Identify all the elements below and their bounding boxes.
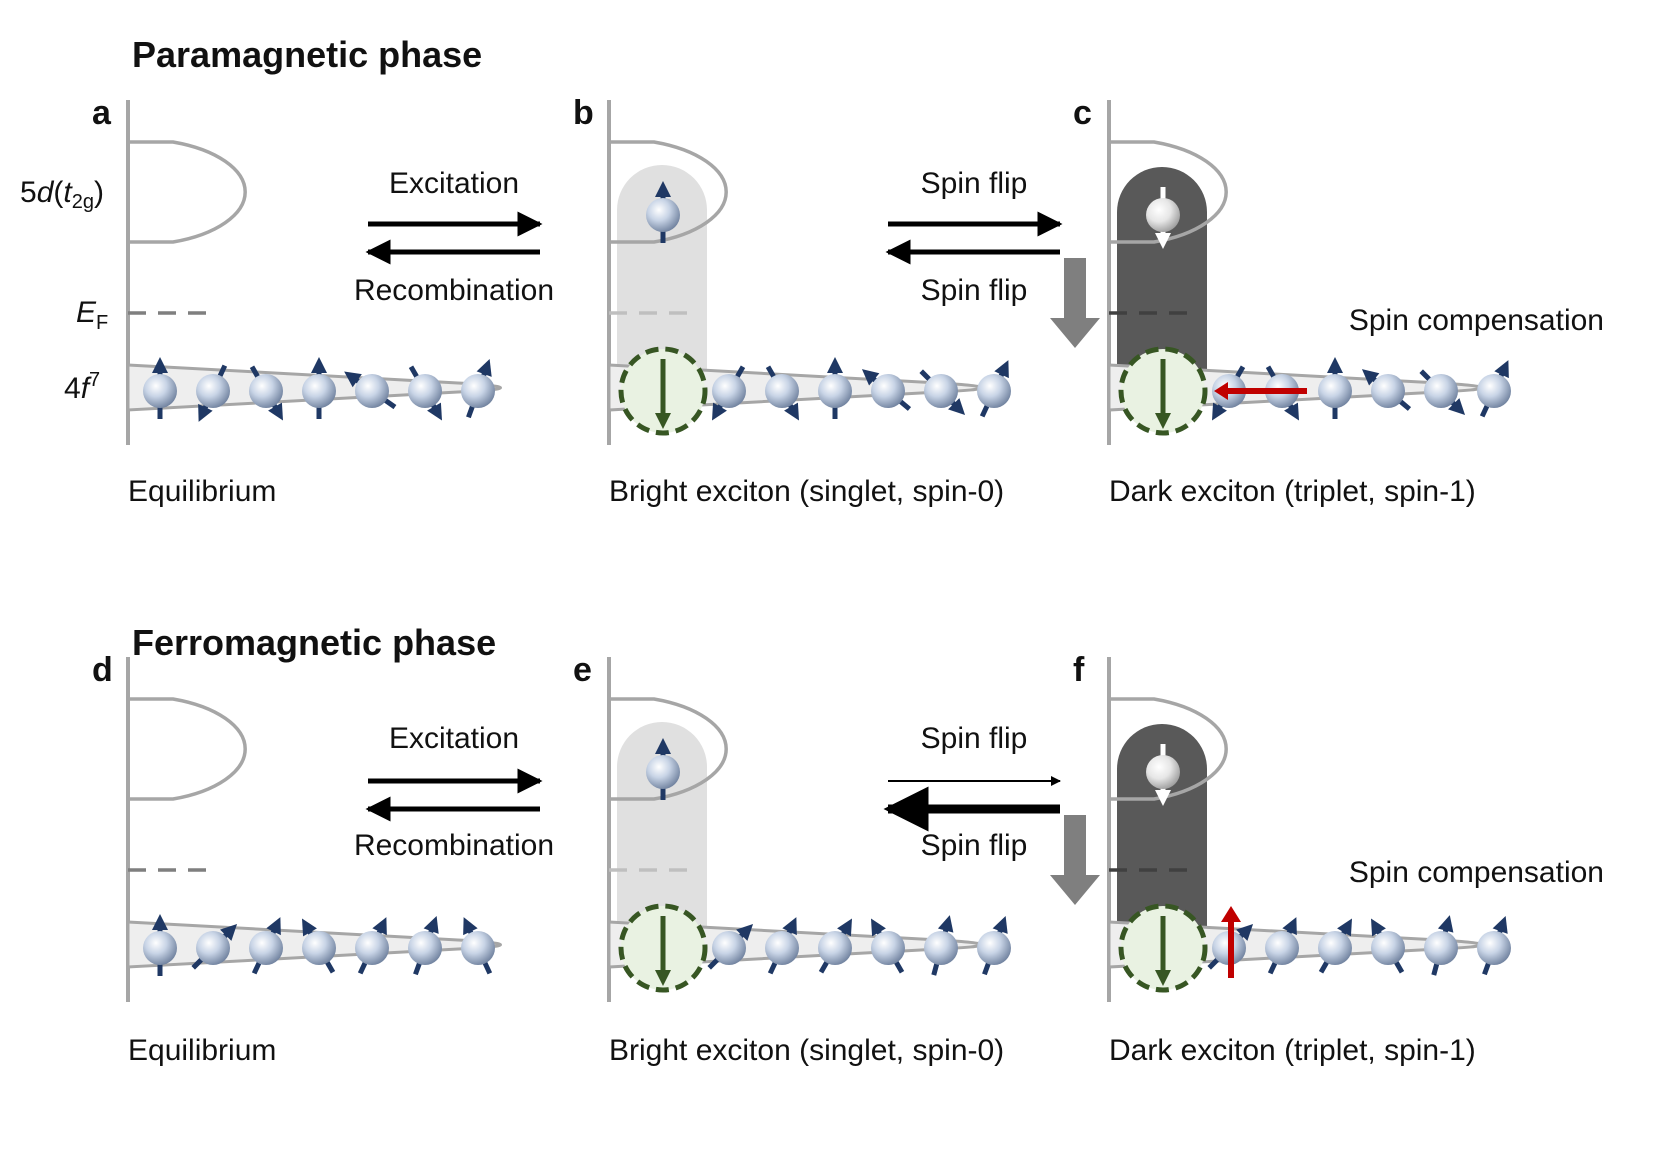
panel-letter: d (92, 651, 113, 689)
electron-sphere-icon (765, 931, 799, 965)
band-5d-outline (609, 140, 728, 244)
phase-title-ferromagnetic: Ferromagnetic phase (132, 622, 496, 663)
electron-sphere-icon (1146, 198, 1180, 232)
electron-sphere-icon (143, 374, 177, 408)
panel-letter: e (573, 651, 592, 689)
electron-sphere-icon (408, 931, 442, 965)
electron-sphere-icon (1477, 374, 1511, 408)
dark-exciton-column (1117, 724, 1207, 955)
electron-sphere-icon (1265, 931, 1299, 965)
magnetization-down-arrow-icon (1050, 815, 1100, 905)
electron-sphere-icon (143, 931, 177, 965)
panel-letter: c (1073, 94, 1092, 132)
level-label-fermi: EF (76, 296, 108, 334)
electron-sphere-icon (818, 931, 852, 965)
electron-sphere-icon (871, 931, 905, 965)
compensation-arrowhead-icon (1214, 382, 1228, 400)
electron-sphere-icon (712, 374, 746, 408)
spin-compensation-label: Spin compensation (1349, 856, 1604, 889)
electron-sphere-icon (355, 374, 389, 408)
electron-sphere-icon (1424, 931, 1458, 965)
hole-spin-down-icon (1155, 916, 1171, 986)
electron-sphere-icon (977, 374, 1011, 408)
electron-sphere-icon (1146, 755, 1180, 789)
electron-sphere-icon (302, 374, 336, 408)
band-5d-outline (1109, 697, 1228, 801)
panel-letter: b (573, 94, 594, 132)
panel-caption: Bright exciton (singlet, spin-0) (609, 1034, 1004, 1067)
forward-arrow-label: Spin flip (921, 722, 1028, 755)
electron-sphere-icon (461, 374, 495, 408)
electron-sphere-icon (924, 931, 958, 965)
dark-exciton-column (1117, 167, 1207, 398)
electron-sphere-icon (818, 374, 852, 408)
level-label-5d: 5d(t2g) (20, 176, 104, 213)
bright-exciton-column (617, 165, 707, 398)
band-5d-outline (128, 140, 247, 244)
electron-sphere-icon (1371, 374, 1405, 408)
panel-caption: Equilibrium (128, 1034, 276, 1067)
compensation-arrowhead-icon (1221, 906, 1241, 922)
hole-spin-down-icon (655, 916, 671, 986)
electron-sphere-icon (1318, 374, 1352, 408)
electron-sphere-icon (712, 931, 746, 965)
panel-caption: Equilibrium (128, 475, 276, 508)
electron-sphere-icon (196, 931, 230, 965)
electron-sphere-icon (646, 755, 680, 789)
electron-sphere-icon (924, 374, 958, 408)
backward-arrow-label: Spin flip (921, 829, 1028, 862)
forward-arrow-label: Excitation (389, 167, 519, 200)
backward-arrow-label: Recombination (354, 829, 554, 862)
electron-sphere-icon (408, 374, 442, 408)
electron-sphere-icon (871, 374, 905, 408)
electron-sphere-icon (249, 931, 283, 965)
forward-arrow-label: Spin flip (921, 167, 1028, 200)
backward-arrow-label: Recombination (354, 274, 554, 307)
electron-sphere-icon (355, 931, 389, 965)
magnetization-down-arrow-icon (1050, 258, 1100, 348)
backward-arrow-label: Spin flip (921, 274, 1028, 307)
forward-arrow-label: Excitation (389, 722, 519, 755)
electron-sphere-icon (646, 198, 680, 232)
panel-letter: f (1073, 651, 1085, 689)
panel-caption: Dark exciton (triplet, spin-1) (1109, 475, 1476, 508)
hole-spin-down-icon (655, 359, 671, 429)
band-5d-outline (128, 697, 247, 801)
band-5d-outline (609, 697, 728, 801)
electron-sphere-icon (249, 374, 283, 408)
electron-sphere-icon (461, 931, 495, 965)
electron-sphere-icon (977, 931, 1011, 965)
electron-sphere-icon (302, 931, 336, 965)
electron-sphere-icon (1371, 931, 1405, 965)
electron-sphere-icon (1424, 374, 1458, 408)
electron-sphere-icon (1477, 931, 1511, 965)
band-5d-outline (1109, 140, 1228, 244)
spin-compensation-label: Spin compensation (1349, 304, 1604, 337)
electron-sphere-icon (1318, 931, 1352, 965)
hole-spin-down-icon (1155, 359, 1171, 429)
bright-exciton-column (617, 722, 707, 955)
electron-sphere-icon (765, 374, 799, 408)
panel-letter: a (92, 94, 112, 132)
panel-caption: Bright exciton (singlet, spin-0) (609, 475, 1004, 508)
phase-title-paramagnetic: Paramagnetic phase (132, 34, 482, 75)
electron-sphere-icon (196, 374, 230, 408)
level-label-4f: 4f7 (64, 369, 100, 405)
panel-caption: Dark exciton (triplet, spin-1) (1109, 1034, 1476, 1067)
